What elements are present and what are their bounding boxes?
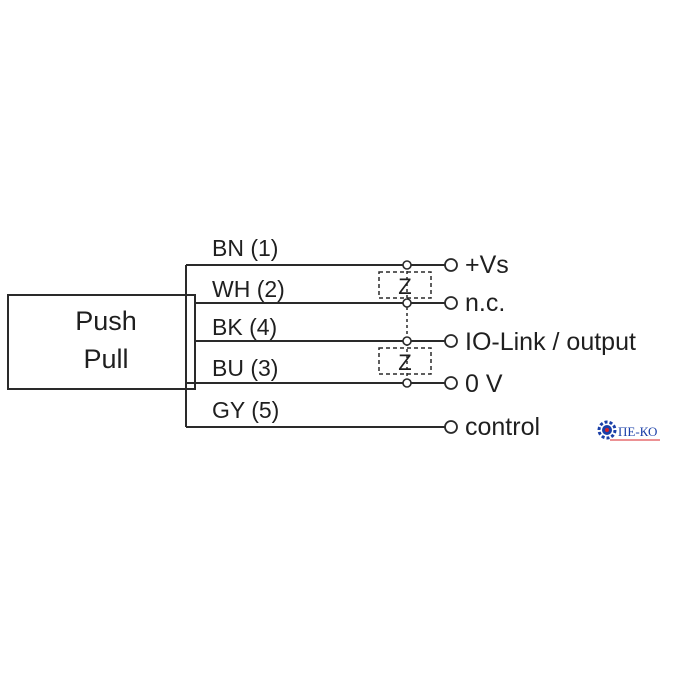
terminal-label-control: control: [465, 413, 540, 441]
junction-dot: [402, 336, 412, 346]
terminal-label-io-link: IO-Link / output: [465, 328, 636, 356]
terminal-control: [444, 420, 458, 434]
junction-dot: [402, 378, 412, 388]
terminal-label-0v: 0 V: [465, 370, 503, 398]
block-label-pull: Pull: [83, 344, 128, 374]
junction-dot: [402, 298, 412, 308]
terminal-label-nc: n.c.: [465, 289, 505, 317]
logo-text: ПЕ-КО: [618, 424, 657, 439]
terminal-io-link: [444, 334, 458, 348]
z-lower-box: [378, 347, 432, 375]
z-lower-label: Z: [398, 350, 411, 375]
z-upper-label: Z: [398, 274, 411, 299]
junction-dot: [402, 260, 412, 270]
block-label-push: Push: [75, 306, 137, 336]
gear-icon: [597, 420, 617, 440]
wire-label-bk: BK (4): [212, 314, 277, 340]
logo: ПЕ-КО: [597, 420, 660, 441]
wire-label-bn: BN (1): [212, 235, 278, 261]
terminal-vs: [444, 258, 458, 272]
terminal-label-vs: +Vs: [465, 251, 509, 279]
wire-label-gy: GY (5): [212, 397, 279, 423]
terminal-0v: [444, 376, 458, 390]
terminal-nc: [444, 296, 458, 310]
wire-label-wh: WH (2): [212, 276, 285, 302]
push-pull-block: [7, 294, 196, 390]
z-upper-box: [378, 271, 432, 299]
wire-label-bu: BU (3): [212, 355, 278, 381]
